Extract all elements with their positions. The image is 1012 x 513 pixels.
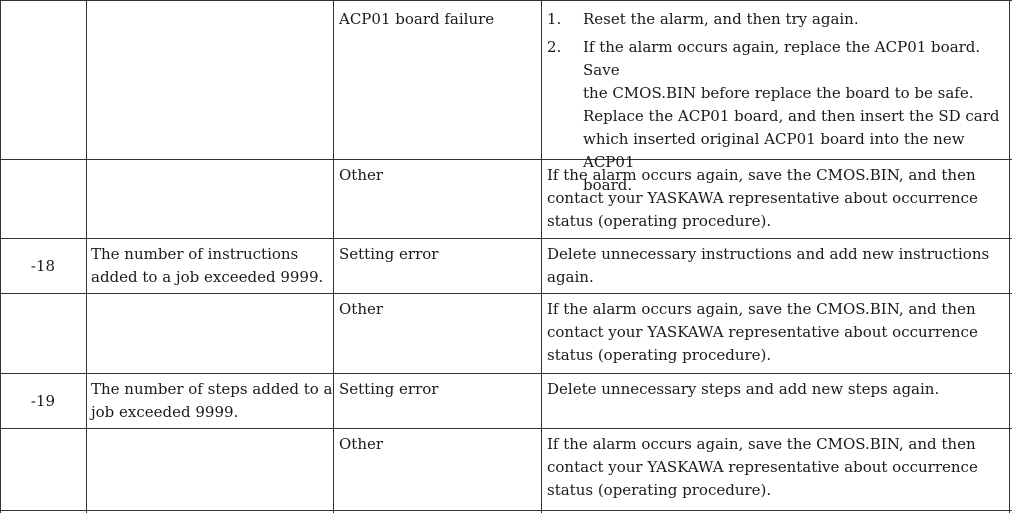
remedy-line: If the alarm occurs again, save the CMOS… (547, 166, 976, 184)
remedy-cell: Delete unnecessary instructions and add … (547, 243, 989, 289)
remedy-line: status (operating procedure). (547, 346, 772, 364)
table-border-right (1009, 0, 1010, 513)
remedy-line: contact your YASKAWA representative abou… (547, 189, 978, 207)
remedy-line: status (operating procedure). (547, 212, 772, 230)
description-cell: The number of instructions added to a jo… (91, 243, 323, 289)
cause-cell: ACP01 board failure (339, 10, 495, 28)
column-divider-2 (333, 0, 334, 513)
remedy-line: Delete unnecessary steps and add new ste… (547, 380, 940, 398)
remedy-step: 2. If the alarm occurs again, replace th… (547, 36, 1003, 197)
cause-cell: Other (339, 435, 384, 453)
remedy-cell: If the alarm occurs again, save the CMOS… (547, 298, 978, 367)
step-line: board. (583, 176, 633, 194)
alarm-code-cell: -19 (30, 392, 56, 410)
alarm-code-cell: -18 (30, 257, 56, 275)
row-divider (0, 373, 1012, 374)
cause-cell: Setting error (339, 380, 439, 398)
step-line: If the alarm occurs again, replace the A… (583, 38, 981, 79)
remedy-line: status (operating procedure). (547, 481, 772, 499)
description-line: The number of instructions (91, 245, 299, 263)
cause-cell: Other (339, 166, 384, 184)
remedy-cell: Delete unnecessary steps and add new ste… (547, 378, 939, 401)
remedy-line: again. (547, 268, 594, 286)
column-divider-3 (541, 0, 542, 513)
description-cell: The number of steps added to a job excee… (91, 378, 332, 424)
step-number: 1. (547, 10, 562, 28)
column-divider-1 (86, 0, 87, 513)
description-line: added to a job exceeded 9999. (91, 268, 324, 286)
remedy-line: If the alarm occurs again, save the CMOS… (547, 435, 976, 453)
remedy-line: If the alarm occurs again, save the CMOS… (547, 300, 976, 318)
cause-cell: Other (339, 300, 384, 318)
row-divider-bottom (0, 510, 1012, 511)
remedy-cell: If the alarm occurs again, save the CMOS… (547, 164, 978, 233)
remedy-step: 1. Reset the alarm, and then try again. (547, 8, 1003, 31)
description-line: job exceeded 9999. (91, 403, 239, 421)
row-divider (0, 159, 1012, 160)
step-line: Replace the ACP01 board, and then insert… (583, 107, 1000, 125)
remedy-steps: 1. Reset the alarm, and then try again. … (547, 8, 1003, 197)
step-line: the CMOS.BIN before replace the board to… (583, 84, 974, 102)
description-line: The number of steps added to a (91, 380, 333, 398)
remedy-line: contact your YASKAWA representative abou… (547, 323, 978, 341)
step-line: which inserted original ACP01 board into… (583, 130, 965, 171)
row-divider (0, 293, 1012, 294)
row-divider-top (0, 0, 1012, 1)
remedy-cell: 1. Reset the alarm, and then try again. … (547, 8, 1003, 202)
remedy-line: Delete unnecessary instructions and add … (547, 245, 990, 263)
row-divider (0, 238, 1012, 239)
step-number: 2. (547, 38, 562, 56)
table-border-left (0, 0, 1, 513)
remedy-cell: If the alarm occurs again, save the CMOS… (547, 433, 978, 502)
step-text: Reset the alarm, and then try again. (583, 10, 859, 28)
row-divider (0, 428, 1012, 429)
cause-cell: Setting error (339, 245, 439, 263)
remedy-line: contact your YASKAWA representative abou… (547, 458, 978, 476)
